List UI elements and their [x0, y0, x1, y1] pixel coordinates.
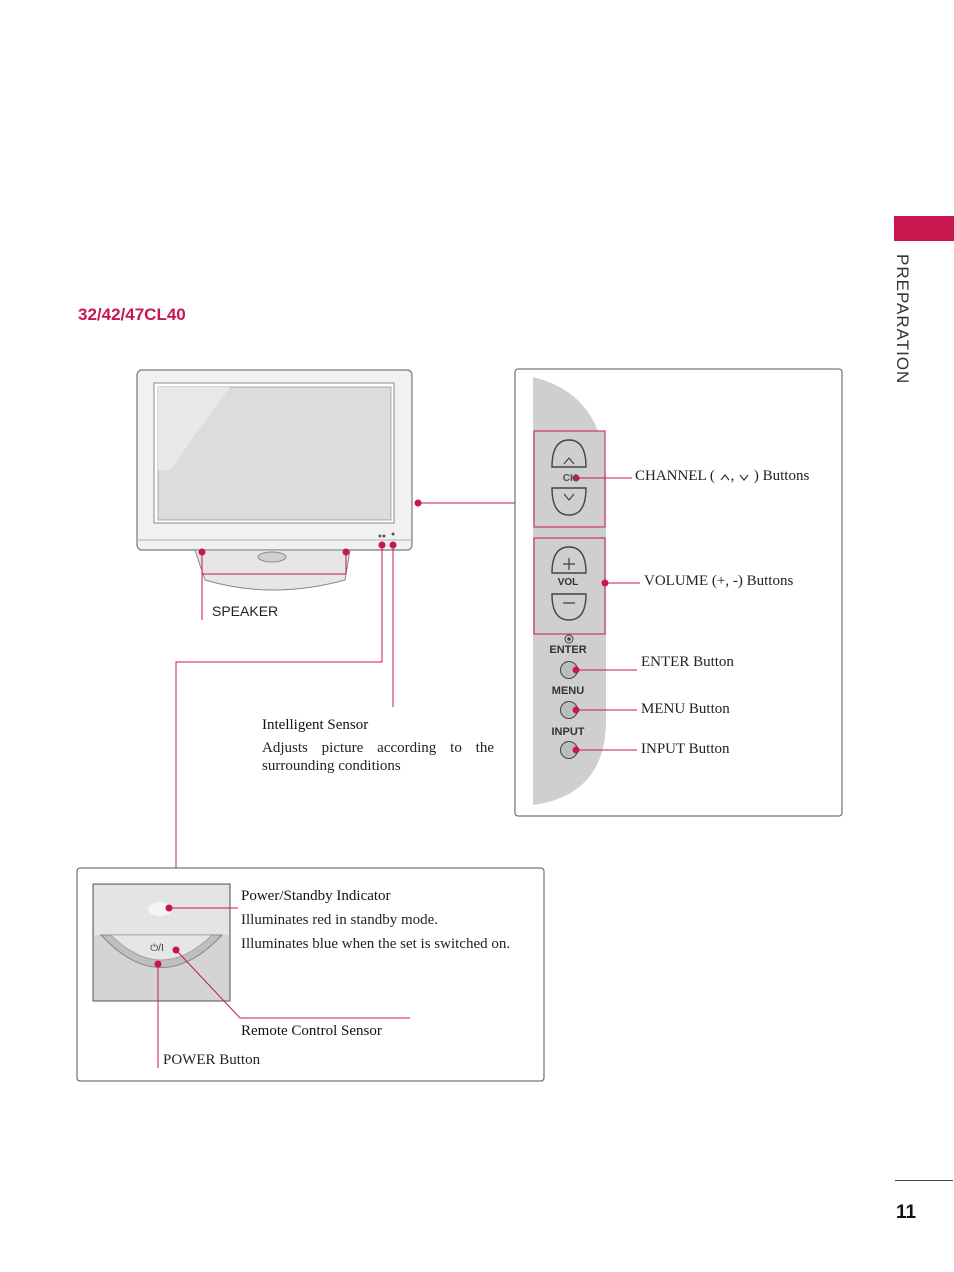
page-number: 11 [896, 1202, 917, 1223]
section-tab-marker [894, 216, 954, 241]
volume-buttons-label: VOLUME (+, -) Buttons [644, 573, 794, 589]
power-symbol: ⏻/I [150, 943, 163, 954]
input-button-label: INPUT Button [641, 741, 730, 757]
speaker-callout [201, 552, 347, 620]
indicator-desc-standby: Illuminates red in standby mode. [241, 912, 439, 928]
section-label: PREPARATION [893, 254, 912, 385]
chevron-down-icon [739, 474, 749, 481]
indicator-desc-on: Illuminates blue when the set is switche… [241, 936, 511, 952]
ch-text: CH [562, 473, 578, 484]
chevron-up-icon [720, 473, 730, 480]
menu-text: MENU [551, 685, 585, 697]
model-title: 32/42/47CL40 [78, 305, 186, 324]
intelligent-sensor-title: Intelligent Sensor [262, 717, 369, 733]
channel-buttons-label: CHANNEL ( , ) Buttons [635, 468, 810, 484]
indicator-title: Power/Standby Indicator [241, 888, 391, 904]
speaker-label: SPEAKER [212, 603, 279, 619]
enter-text: ENTER [549, 644, 587, 656]
remote-sensor-label: Remote Control Sensor [241, 1023, 382, 1039]
page-rule [895, 1180, 953, 1181]
menu-button-label: MENU Button [641, 701, 730, 717]
input-text: INPUT [551, 726, 585, 738]
vol-text: VOL [557, 577, 579, 588]
intelligent-sensor-desc: Adjusts picture according to the surroun… [262, 740, 494, 774]
tv-illustration [136, 369, 413, 591]
enter-button-label: ENTER Button [641, 654, 734, 670]
power-button-label: POWER Button [163, 1052, 261, 1068]
